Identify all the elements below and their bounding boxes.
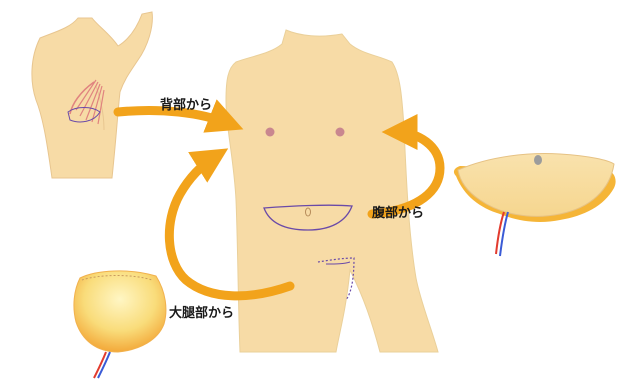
label-from-abdomen: 腹部から bbox=[372, 206, 425, 221]
flap-navel-icon bbox=[534, 155, 542, 165]
latissimus-muscle-icon bbox=[67, 79, 105, 125]
abdominal-flap-surface bbox=[457, 153, 615, 217]
back-torso-body bbox=[31, 11, 153, 179]
thigh-incision bbox=[317, 257, 355, 301]
label-from-thigh: 大腿部から bbox=[169, 306, 235, 321]
abdominal-incision bbox=[263, 204, 353, 231]
thigh-flap-figure bbox=[73, 270, 167, 379]
front-torso-body bbox=[225, 29, 439, 353]
arrow-from-back bbox=[113, 99, 244, 133]
arrow-from-abdomen bbox=[367, 114, 445, 219]
arrow-from-thigh bbox=[164, 148, 295, 301]
abdominal-flap-figure bbox=[453, 153, 616, 257]
navel-icon bbox=[305, 207, 311, 217]
left-nipple-icon bbox=[265, 127, 275, 137]
back-torso-figure bbox=[31, 11, 153, 179]
thigh-flap-body bbox=[73, 270, 167, 353]
front-torso-figure bbox=[225, 29, 439, 353]
label-from-back: 背部から bbox=[160, 98, 213, 113]
right-nipple-icon bbox=[335, 127, 345, 137]
